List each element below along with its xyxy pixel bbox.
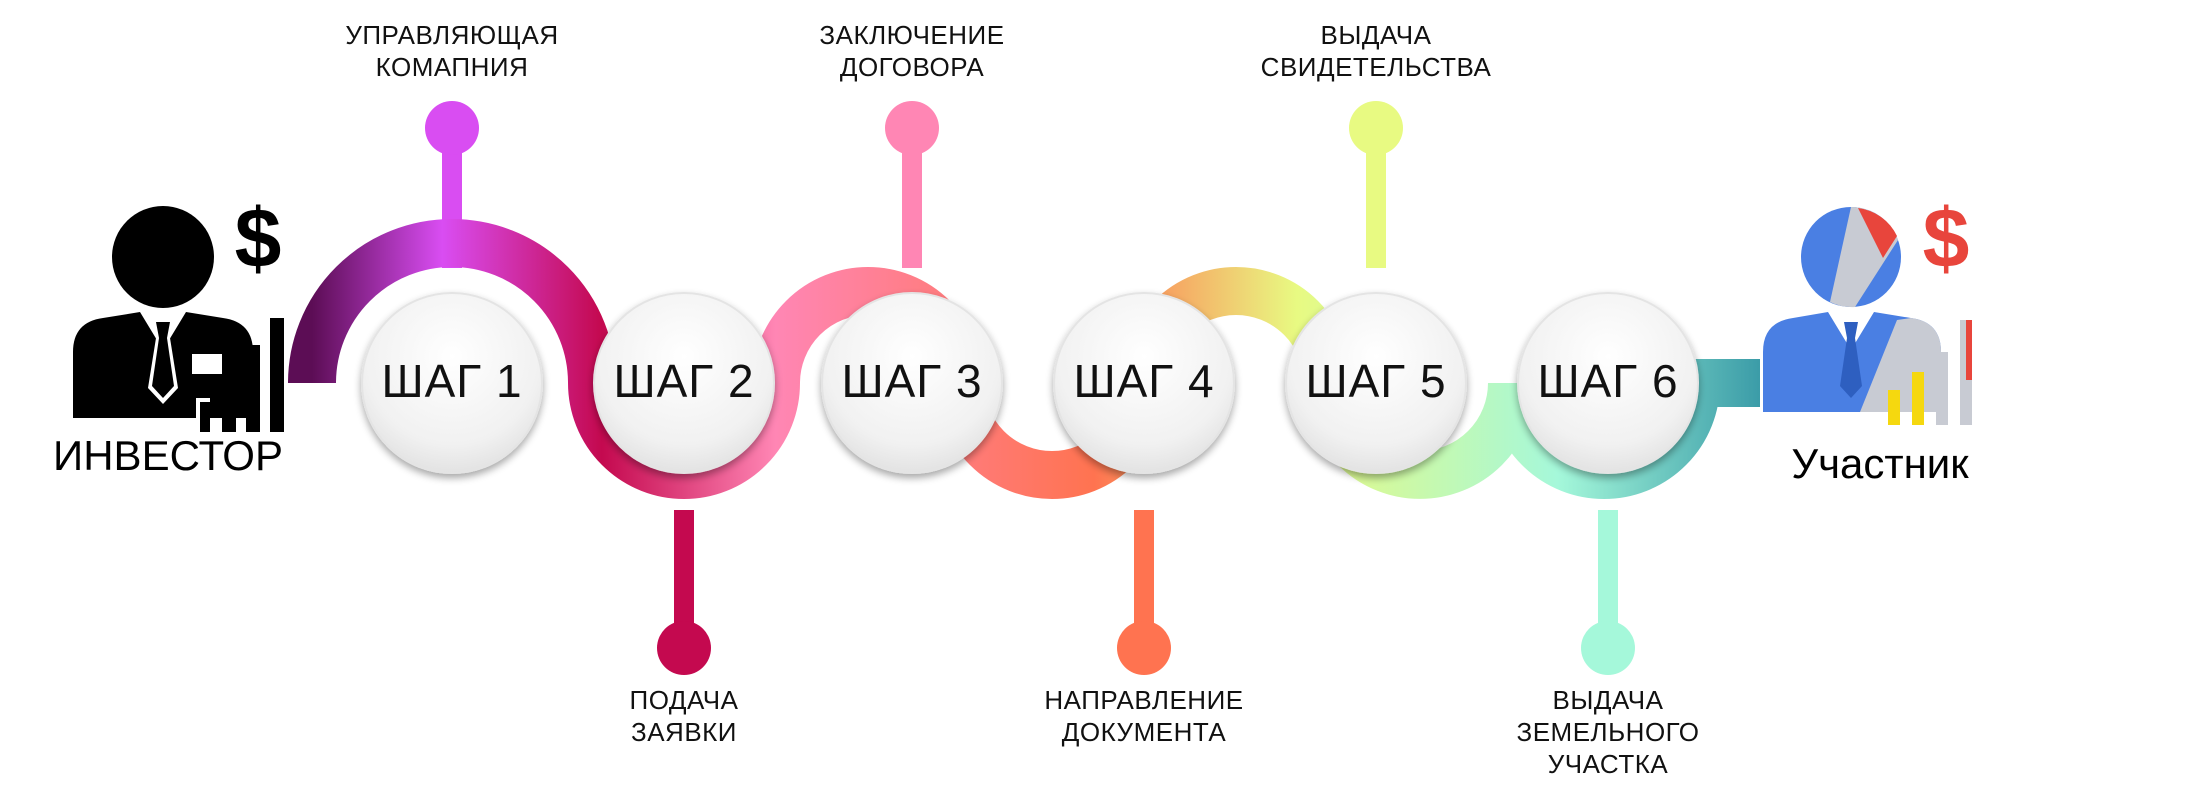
step-6-knob xyxy=(1581,621,1635,675)
step-3-stem xyxy=(902,128,922,268)
step-4-stem xyxy=(1134,510,1154,648)
step-3-caption: ЗАКЛЮЧЕНИЕ ДОГОВОРА xyxy=(819,20,1005,82)
step-stems xyxy=(425,101,1635,675)
step-3-circle xyxy=(821,292,1003,474)
step-4-caption: НАПРАВЛЕНИЕ ДОКУМЕНТА xyxy=(1044,685,1244,747)
step-1-label: ШАГ 1 xyxy=(381,355,523,407)
step-5-circle xyxy=(1285,292,1467,474)
step-4-knob xyxy=(1117,621,1171,675)
step-6-stem xyxy=(1598,510,1618,648)
step-3-knob xyxy=(885,101,939,155)
step-1-knob xyxy=(425,101,479,155)
step-4-circle xyxy=(1053,292,1235,474)
step-5-label: ШАГ 5 xyxy=(1305,355,1447,407)
participant-label: Участник xyxy=(1791,440,1969,487)
participant-person-icon xyxy=(1763,207,1972,425)
step-circles xyxy=(361,292,1699,474)
step-5-caption: ВЫДАЧА СВИДЕТЕЛЬСТВА xyxy=(1260,20,1492,82)
step-6-label: ШАГ 6 xyxy=(1537,355,1679,407)
process-ribbon xyxy=(288,219,1760,499)
participant-dollar-icon: $ xyxy=(1922,191,1970,285)
investor-label: ИНВЕСТОР xyxy=(53,432,283,479)
investor-person-icon xyxy=(73,206,284,432)
step-5-knob xyxy=(1349,101,1403,155)
step-2-label: ШАГ 2 xyxy=(613,355,755,407)
step-1-circle xyxy=(361,292,543,474)
step-1-caption: УПРАВЛЯЮЩАЯ КОМАПНИЯ xyxy=(345,20,559,82)
step-2-stem xyxy=(674,510,694,648)
investor-dollar-icon: $ xyxy=(234,191,282,285)
step-2-circle xyxy=(593,292,775,474)
step-2-knob xyxy=(657,621,711,675)
bar-chart-icon xyxy=(192,318,284,432)
step-4-label: ШАГ 4 xyxy=(1073,355,1215,407)
step-6-caption: ВЫДАЧА ЗЕМЕЛЬНОГО УЧАСТКА xyxy=(1516,685,1700,779)
step-5-stem xyxy=(1366,128,1386,268)
step-3-label: ШАГ 3 xyxy=(841,355,983,407)
step-6-circle xyxy=(1517,292,1699,474)
step-2-caption: ПОДАЧА ЗАЯВКИ xyxy=(629,685,739,747)
